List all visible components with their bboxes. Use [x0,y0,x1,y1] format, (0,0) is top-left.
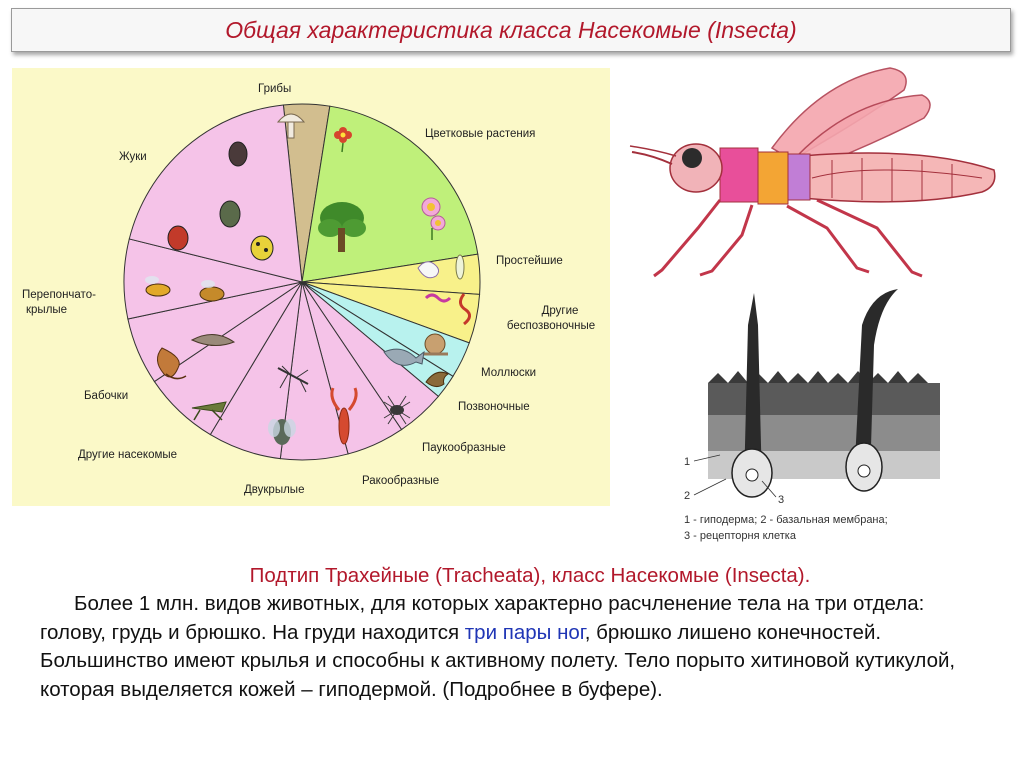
insect-abdomen [801,152,996,203]
hair-sensilla [731,289,898,498]
food-pie-diagram: Грибы Цветковые растения Простейшие Друг… [22,83,595,496]
grasshopper-icon [191,401,227,421]
insect-wings [770,67,931,171]
worm-icon [424,293,471,326]
mushroom-icon [276,113,306,139]
label-dvukrylye: Двукрылые [244,484,304,496]
fly-icon [268,419,296,445]
label-pereponchato-1: Перепончато- [22,289,96,301]
tree-icon [318,202,366,252]
butterfly-icon [157,347,187,380]
label-pereponchato-2: крылые [26,304,67,316]
mosquito-icon [277,365,309,393]
bird-icon [425,371,449,388]
cuticle-diagram: 1 2 3 1 - гиподерма; 2 - базальная мембр… [684,289,940,542]
pie-slices [123,103,481,461]
label-zhuki: Жуки [119,151,147,163]
daisy-flower-icon [421,197,446,240]
paragraph-part-1: Более 1 млн. видов животных, для которых… [40,592,925,644]
label-babochki: Бабочки [84,390,128,402]
highlighted-term: три пары ног [464,620,585,644]
cuticle-num-2: 2 [684,490,690,502]
cuticle-labels: 1 2 3 1 - гиподерма; 2 - базальная мембр… [684,454,888,542]
title-box: Общая характеристика класса Насекомые (I… [11,8,1011,52]
wasp-icon [145,276,171,297]
food-pie-panel: Грибы Цветковые растения Простейшие Друг… [12,68,610,506]
insect-legs [653,198,923,278]
flower-icon [334,127,352,153]
bee-icon [199,280,225,302]
description-paragraph: Более 1 млн. видов животных, для которых… [40,590,990,704]
page-title: Общая характеристика класса Насекомые (I… [225,16,797,43]
spider-icon [383,395,411,425]
cuticle-num-1: 1 [684,456,690,468]
cuticle-legend-line-1: 1 - гиподерма; 2 - базальная мембрана; [684,514,888,526]
label-drugie-bespoz-1: Другие [542,305,579,317]
cuticle-legend-line-2: 3 - рецепторня клетка [684,530,797,542]
pie-sector-2 [301,105,479,283]
pie-icons [145,113,471,445]
label-drugie-nasekomye: Другие насекомые [78,449,177,461]
label-prosteyshie: Простейшие [496,255,563,267]
moth-icon [190,334,236,346]
paragraph-part-2: , брюшко лишено конечностей. Большинство… [40,620,956,701]
insect-head [629,143,723,193]
beetle-icon [167,141,274,261]
label-mollyuski: Моллюски [481,367,536,379]
description-text: Подтип Трахейные (Tracheata), класс Насе… [40,562,990,704]
crayfish-icon [330,387,358,445]
insect-thorax [719,147,811,205]
pie-labels: Грибы Цветковые растения Простейшие Друг… [22,83,595,496]
label-pozvonochnye: Позвоночные [458,401,530,413]
protozoa-icon [417,254,465,280]
snail-icon [422,333,448,356]
insect-anatomy-figure [629,67,996,278]
label-griby: Грибы [258,83,291,95]
label-drugie-bespoz-2: беспозвоночные [507,320,595,332]
label-tsvetkovye: Цветковые растения [425,128,535,140]
label-rakoobraznye: Ракообразные [362,475,439,487]
label-paukoobraznye: Паукообразные [422,442,506,454]
subtype-line: Подтип Трахейные (Tracheata), класс Насе… [249,564,811,587]
cuticle-num-3: 3 [778,494,784,506]
fish-icon [383,348,425,366]
